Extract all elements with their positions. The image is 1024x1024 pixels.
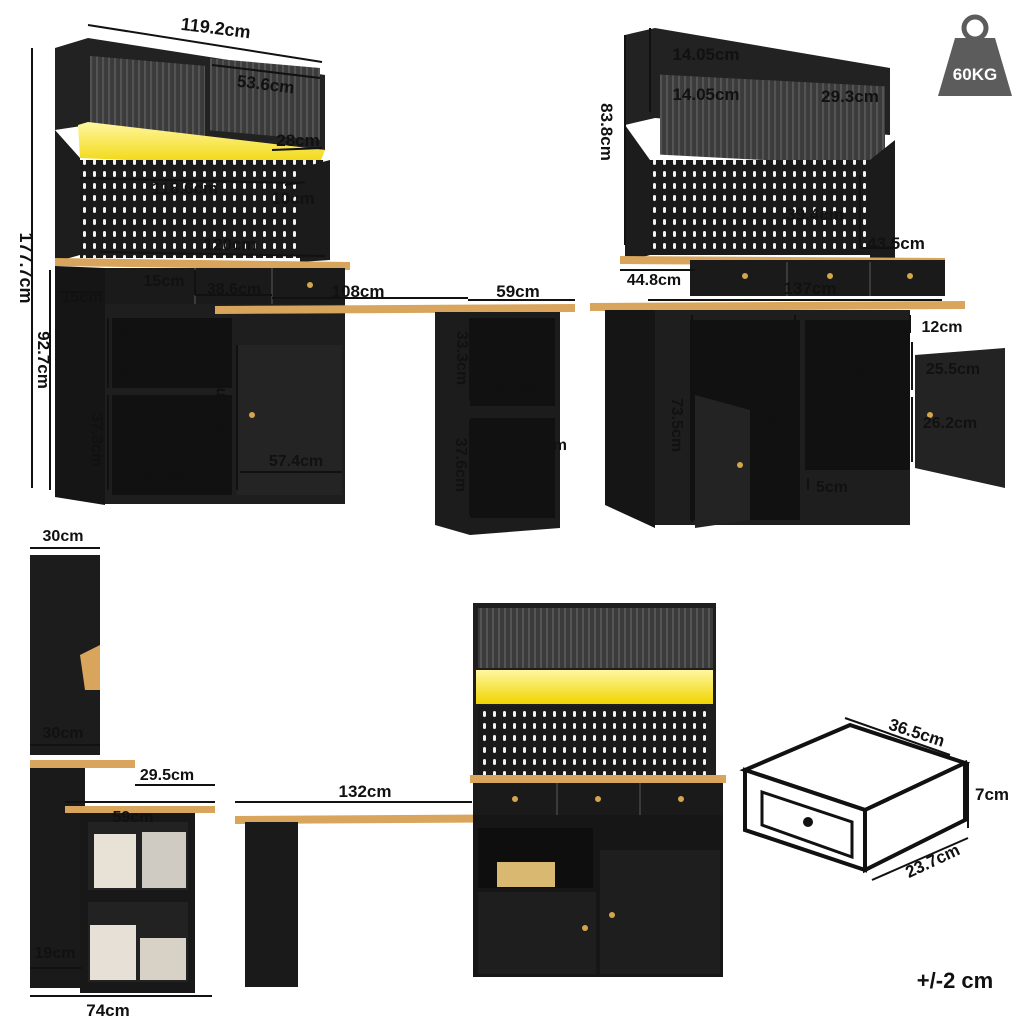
glass-door-right-view xyxy=(660,74,885,167)
hutch-side-right xyxy=(300,160,330,262)
dim-5: 5cm xyxy=(816,479,848,496)
countertop-main xyxy=(55,258,350,270)
base-cabinet-door xyxy=(237,345,342,495)
desk-extension-top-right xyxy=(590,301,965,311)
book-1 xyxy=(94,834,136,888)
dim-12: 12cm xyxy=(922,319,963,336)
dim-height-177-7: 177.7cm xyxy=(16,232,36,303)
front-view xyxy=(55,38,575,535)
drawer-side xyxy=(863,759,967,874)
dim-108: 108cm xyxy=(332,282,385,301)
dim-59-side: 59cm xyxy=(113,809,154,826)
weight-icon: 60KG xyxy=(938,14,1012,96)
dim-29-4: 29.4cm xyxy=(846,361,900,378)
base-cabinet xyxy=(55,266,105,505)
pegboard-panel xyxy=(80,160,325,258)
dim-39-4: 39.4cm xyxy=(786,205,844,224)
dim-15-left: 15cm xyxy=(62,289,103,306)
dim-15-drawer: 15cm xyxy=(144,273,185,290)
book-4 xyxy=(140,938,186,980)
dim-14-05-bottom: 14.05cm xyxy=(672,85,739,104)
dim-43-5: 43.5cm xyxy=(867,234,925,253)
side-base xyxy=(30,768,85,988)
dim-73-5: 73.5cm xyxy=(668,398,685,452)
book-3 xyxy=(90,925,136,980)
side-desk-top xyxy=(65,806,215,813)
dim-57-4-left: 57.4cm xyxy=(143,467,197,484)
dim-14-05-top: 14.05cm xyxy=(672,45,739,64)
drawer-view xyxy=(739,722,971,874)
dim-118-6: 118.6cm xyxy=(152,179,218,198)
dim-38-6: 38.6cm xyxy=(207,281,261,298)
dim-53-7: 53.7cm xyxy=(212,383,229,437)
dim-28: 28cm xyxy=(276,131,319,150)
side-countertop xyxy=(30,760,135,768)
styled-product-view xyxy=(470,603,726,977)
dim-44-8: 44.8cm xyxy=(627,272,681,289)
dim-10: 10cm xyxy=(271,189,314,208)
styled-pegboard xyxy=(478,706,706,776)
dim-37-6: 37.6cm xyxy=(452,438,469,492)
side-view xyxy=(30,555,215,993)
dim-35-5: 35.5cm xyxy=(113,325,130,379)
dim-137: 137cm xyxy=(784,279,837,298)
dim-132: 132cm xyxy=(339,782,392,801)
dim-30-top: 30cm xyxy=(43,528,84,545)
dim-37-3: 37.3cm xyxy=(88,413,105,467)
dim-26-2: 26.2cm xyxy=(923,415,977,432)
dim-19: 19cm xyxy=(35,945,76,962)
open-door-right xyxy=(915,348,1005,488)
styled-led-shelf xyxy=(476,670,713,704)
dim-29-5: 29.5cm xyxy=(140,767,194,784)
led-light-strip xyxy=(78,122,325,168)
styled-countertop xyxy=(470,775,726,783)
dim-120: 120cm xyxy=(204,235,257,254)
glass-door-right xyxy=(210,58,320,140)
dim-83-8: 83.8cm xyxy=(597,103,616,161)
dim-47: 47cm xyxy=(496,381,537,398)
tolerance-note: +/-2 cm xyxy=(917,968,993,993)
dim-11: 11cm xyxy=(527,437,567,454)
drawer-row-right xyxy=(690,260,945,296)
pegboard-panel-right xyxy=(650,160,875,255)
book-2 xyxy=(142,832,186,888)
dim-59: 59cm xyxy=(496,282,539,301)
dim-57-4-right: 57.4cm xyxy=(269,453,323,470)
dim-74: 74cm xyxy=(86,1001,129,1020)
hutch-side-left-right-view xyxy=(625,125,650,262)
dim-92-7: 92.7cm xyxy=(34,331,53,389)
desk-leg xyxy=(245,822,298,987)
dimension-lines xyxy=(30,24,969,997)
dim-30-mid: 30cm xyxy=(43,725,84,742)
dimension-labels: 119.2cm 53.6cm 28cm 118.6cm 10cm 120cm 1… xyxy=(16,14,1009,1020)
dim-33-3: 33.3cm xyxy=(453,331,470,385)
dim-35-5-right: 35.5cm xyxy=(766,325,783,379)
right-view xyxy=(590,28,1005,528)
dim-7: 7cm xyxy=(975,785,1009,804)
weight-label: 60KG xyxy=(953,65,997,84)
hutch-side-left xyxy=(55,130,80,262)
dim-25-5: 25.5cm xyxy=(926,361,980,378)
base-cabinet-right xyxy=(605,310,655,528)
dim-29-3-right: 29.3cm xyxy=(766,408,783,462)
open-door-left xyxy=(695,395,750,528)
dim-width-119-2: 119.2cm xyxy=(180,14,252,42)
styled-basket xyxy=(497,862,555,887)
dim-29-3-top: 29.3cm xyxy=(821,87,879,106)
glass-door-left xyxy=(90,55,205,138)
desk-extension-top xyxy=(215,304,575,314)
